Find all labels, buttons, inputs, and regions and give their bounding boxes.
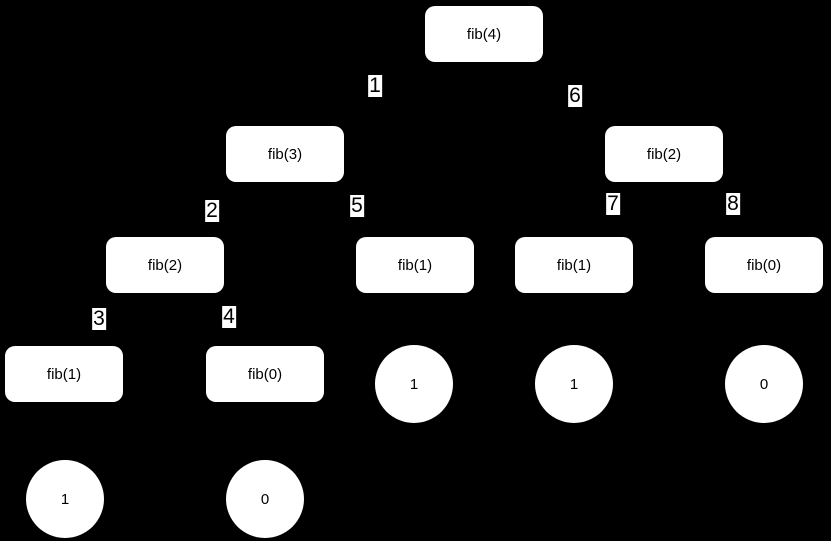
call-node-fib2r: fib(2) — [605, 126, 723, 182]
call-node-fib4: fib(4) — [425, 6, 543, 62]
return-value-node-leaf1r: 1 — [535, 345, 613, 423]
call-node-fib3: fib(3) — [226, 126, 344, 182]
edge-order-label-6: 6 — [568, 84, 582, 107]
call-node-fib0r: fib(0) — [705, 237, 823, 293]
call-node-fib1l: fib(1) — [5, 346, 123, 402]
edge-order-label-8: 8 — [726, 192, 740, 215]
edge-order-label-3: 3 — [92, 307, 106, 330]
call-node-fib1m: fib(1) — [356, 237, 474, 293]
call-node-fib0l: fib(0) — [206, 346, 324, 402]
return-value-node-leaf1l: 1 — [26, 460, 104, 538]
edge-order-label-1: 1 — [368, 74, 382, 97]
return-value-node-leaf0l: 0 — [226, 460, 304, 538]
return-value-node-leaf0r: 0 — [725, 345, 803, 423]
edge-order-label-4: 4 — [222, 305, 236, 328]
call-node-fib2l: fib(2) — [106, 237, 224, 293]
edge-order-label-7: 7 — [606, 192, 620, 215]
edge-order-label-2: 2 — [205, 199, 219, 222]
edge-order-label-5: 5 — [350, 194, 364, 217]
call-node-fib1r: fib(1) — [515, 237, 633, 293]
return-value-node-leaf1m: 1 — [375, 345, 453, 423]
